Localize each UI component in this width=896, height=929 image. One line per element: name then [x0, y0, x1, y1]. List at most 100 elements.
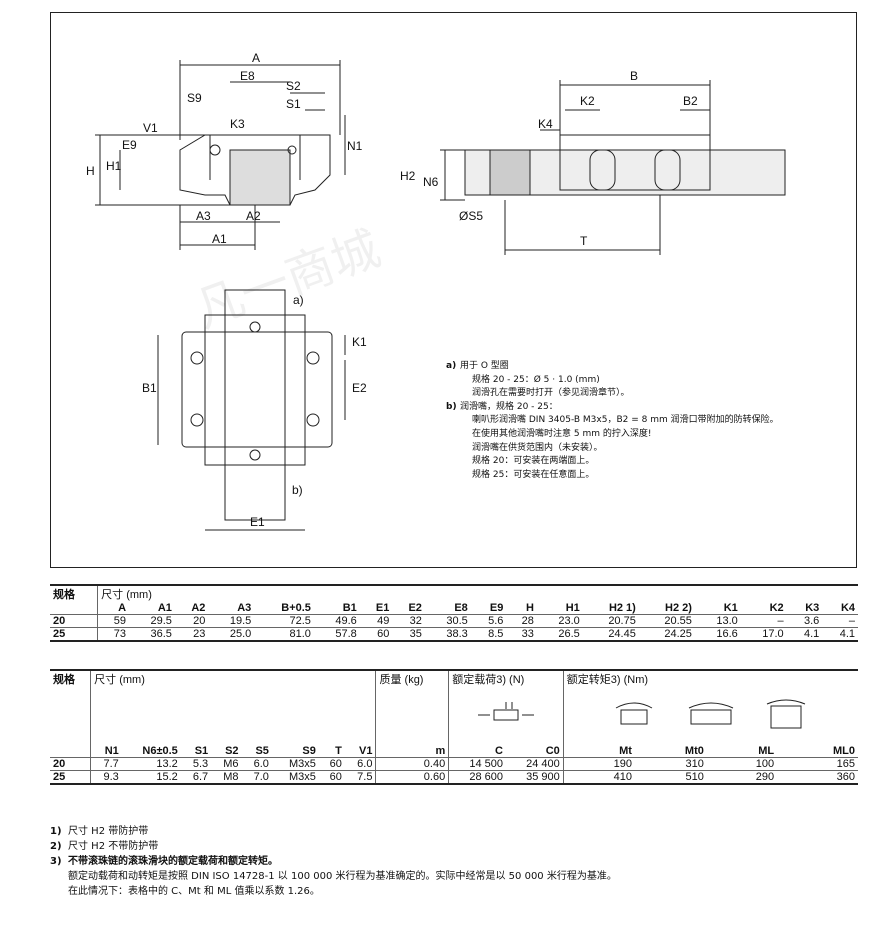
t1-cell: 36.5: [129, 627, 175, 641]
t1-h: E1: [375, 602, 390, 614]
footnote-1: 尺寸 H2 带防护带: [68, 826, 149, 837]
t2-h: N1: [90, 745, 122, 758]
t1-cell: 13.0: [694, 614, 741, 628]
t2-cell: M3x5: [271, 757, 319, 771]
t1-h: E8: [454, 602, 468, 614]
t1-h: A3: [237, 602, 252, 614]
t1-cell: 26.5: [536, 627, 583, 641]
t2-cell: 7.7: [90, 757, 122, 771]
t2-group-load: 额定载荷3) (N): [448, 670, 564, 687]
callout-a: a): [293, 293, 304, 307]
t1-cell: –: [740, 614, 787, 628]
dim-h1: H1: [106, 159, 122, 173]
t2-cell: 35 900: [506, 770, 564, 784]
t2-h: m: [375, 745, 449, 758]
t2-h: S2: [225, 745, 239, 757]
t1-h: A: [97, 602, 130, 615]
dimension-table-1: 规格 尺寸 (mm) A A1 A2 A3 B+0.5 B1 E1 E2 E8 …: [50, 584, 858, 642]
dim-a3: A3: [196, 209, 211, 223]
t2-h: Mt0: [684, 745, 704, 757]
t2-cell: 7.5: [344, 770, 376, 784]
t2-cell: 7.0: [241, 770, 272, 784]
dim-b1: B1: [142, 381, 157, 395]
t2-h: C0: [545, 745, 560, 757]
footnote-num: 2): [50, 841, 62, 852]
dim-k4: K4: [538, 117, 553, 131]
t2-row-25: 25 9.3 15.2 6.7 M8 7.0 M3x5 60 7.5 0.60 …: [50, 770, 858, 784]
t1-cell: 20.55: [638, 614, 695, 628]
dim-n6: N6: [423, 175, 439, 189]
t1-cell: 57.8: [313, 627, 360, 641]
t2-cell: 28 600: [448, 770, 506, 784]
t2-h: V1: [359, 745, 373, 757]
t2-h: S5: [255, 745, 269, 757]
t2-row-20: 20 7.7 13.2 5.3 M6 6.0 M3x5 60 6.0 0.40 …: [50, 757, 858, 771]
t1-cell: 19.5: [208, 614, 255, 628]
t1-cell: 25: [50, 627, 98, 641]
t2-cell: 310: [634, 757, 707, 771]
t1-h: H1: [565, 602, 580, 614]
t2-group-mass: 质量 (kg): [375, 670, 449, 687]
t2-cell: 5.3: [180, 757, 212, 771]
load-icon: [478, 701, 534, 720]
dim-s2: S2: [286, 79, 301, 93]
t1-cell: 30.5: [424, 614, 471, 628]
note-a3: 润滑孔在需要时打开（参见润滑章节）。: [472, 388, 630, 399]
footnote-3: 不带滚珠链的滚珠滑块的额定载荷和额定转矩。: [68, 856, 278, 867]
drawing-frame: [50, 12, 857, 568]
footnote-3b: 额定动载荷和动转矩是按照 DIN ISO 14728-1 以 100 000 米…: [68, 871, 617, 882]
t2-cell: 6.0: [344, 757, 376, 771]
t1-cell: 72.5: [254, 614, 314, 628]
footnotes: 1)尺寸 H2 带防护带 2)尺寸 H2 不带防护带 3)不带滚珠链的滚珠滑块的…: [50, 824, 617, 899]
t2-cell: 9.3: [90, 770, 122, 784]
dim-a1: A1: [212, 232, 227, 246]
t1-h: H2 2): [665, 602, 692, 614]
t2-cell: 0.60: [375, 770, 449, 784]
dim-h2: H2: [400, 169, 416, 183]
t1-h: K3: [805, 602, 820, 614]
t1-cell: 4.1: [822, 627, 858, 641]
t1-cell: 3.6: [786, 614, 823, 628]
t1-cell: 29.5: [129, 614, 175, 628]
t1-cell: 20.75: [582, 614, 639, 628]
dim-v1: V1: [143, 121, 158, 135]
footnote-2: 尺寸 H2 不带防护带: [68, 841, 159, 852]
t2-group-dim: 尺寸 (mm): [90, 670, 376, 687]
dimension-table-2: 规格 尺寸 (mm) 质量 (kg) 额定载荷3) (N) 额定转矩3) (Nm…: [50, 669, 858, 785]
t1-cell: 24.25: [638, 627, 695, 641]
t2-cell: 190: [562, 757, 635, 771]
note-a1: 用于 O 型圈: [460, 361, 509, 371]
t1-h: A2: [191, 602, 206, 614]
t2-cell: 165: [777, 757, 858, 771]
dim-b: B: [630, 69, 638, 83]
note-a-key: a): [446, 361, 457, 371]
t1-cell: 28: [506, 614, 537, 628]
dim-a2: A2: [246, 209, 261, 223]
t1-row-25: 25 73 36.5 23 25.0 81.0 57.8 60 35 38.3 …: [50, 627, 858, 641]
t2-cell: 15.2: [121, 770, 181, 784]
dim-e8: E8: [240, 69, 255, 83]
t2-cell: M6: [211, 757, 242, 771]
t2-h: S9: [302, 745, 316, 757]
t1-cell: 20: [50, 614, 98, 628]
torque-icon: [615, 699, 806, 728]
note-b-key: b): [446, 401, 457, 412]
callout-b: b): [292, 483, 303, 497]
note-b6: 规格 25：可安装在任意面上。: [472, 469, 595, 480]
note-b4: 润滑嘴在供货范围内（未安装）。: [472, 442, 603, 453]
dim-a: A: [252, 51, 260, 65]
t1-h: K2: [769, 602, 784, 614]
t1-h: K4: [840, 602, 855, 614]
t1-h: K1: [723, 602, 738, 614]
t1-cell: 81.0: [254, 627, 314, 641]
t1-cell: 38.3: [424, 627, 471, 641]
t1-h: H2 1): [608, 602, 636, 614]
note-b3: 在使用其他润滑嘴时注意 5 mm 的拧入深度!: [472, 428, 652, 439]
t2-cell: 24 400: [506, 757, 564, 771]
t2-cell: 14 500: [448, 757, 506, 771]
t2-cell: 0.40: [375, 757, 449, 771]
t1-cell: 23: [174, 627, 209, 641]
t1-cell: 49: [359, 614, 393, 628]
note-b1: 润滑嘴，规格 20 - 25：: [460, 401, 558, 412]
t1-cell: 20: [174, 614, 209, 628]
